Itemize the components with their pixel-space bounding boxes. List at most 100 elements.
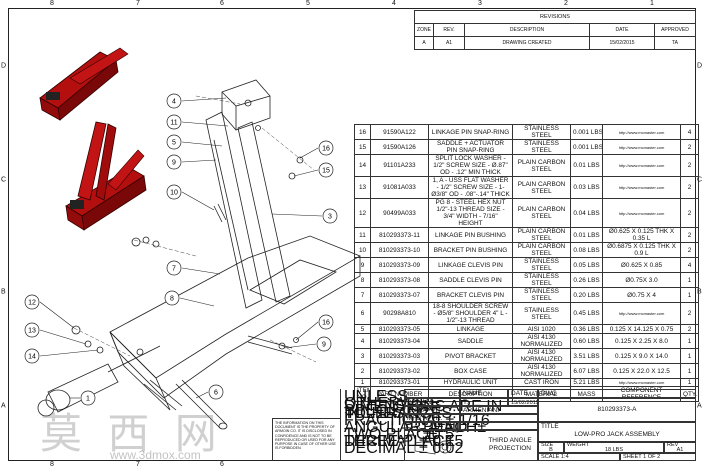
bom-cell-part: 810293373-11 <box>370 227 429 243</box>
zone-label: D <box>697 62 703 70</box>
balloon: 1 <box>80 390 96 406</box>
bom-cell-desc: HYDRAULIC UNIT <box>428 378 513 387</box>
bom-cell-ref: Ø0.75X 3.0 <box>602 272 681 288</box>
zone-label: 8 <box>50 0 54 7</box>
bom-cell-part: 810293373-03 <box>370 348 429 364</box>
sheet-size: B <box>549 447 553 453</box>
bom-cell-item: 6 <box>354 302 371 325</box>
revision-value: A1 <box>676 447 684 453</box>
bom-cell-part: 810293373-10 <box>370 242 429 258</box>
bom-cell-ref: Ø0.625 X 0.125 THK X 0.35 L <box>602 227 681 243</box>
zone-label: D <box>1 62 7 70</box>
leader-lines <box>39 97 323 399</box>
drawn-date: 15/02/2015 <box>508 398 539 406</box>
tb-label: SIZE <box>541 442 554 448</box>
bom-cell-item: 9 <box>354 257 371 273</box>
tb-label: TITLE <box>541 423 559 430</box>
balloon: 8 <box>164 290 180 306</box>
tb-label: DRAWN <box>404 398 460 406</box>
title-field: TITLE LOW-PRO JACK ASSEMBLY <box>538 422 696 442</box>
revisions-table: REVISIONS ZONE REV. DESCRIPTION DATE APP… <box>414 10 696 50</box>
bom-cell-mass: 0.03 LBS <box>570 176 603 199</box>
zone-label: 2 <box>564 0 568 7</box>
balloon: 16 <box>318 314 334 330</box>
tb-label: MFG APPR. <box>404 414 460 422</box>
bom-cell-qty: 2 <box>680 324 699 334</box>
bom-cell-item: 3 <box>354 348 371 364</box>
zone-label: A <box>697 402 702 410</box>
zone-label: 6 <box>220 0 224 7</box>
balloon-label: 4 <box>172 99 176 106</box>
drawing-number: 810293373-A <box>538 398 696 422</box>
bom-cell-part: 810293373-09 <box>370 257 429 273</box>
balloon: 7 <box>166 260 182 276</box>
bom-cell-ref: 0.125 X 14.125 X 0.75 <box>602 324 681 334</box>
bom-cell-mass: 0.01 LBS <box>570 154 603 177</box>
bom-cell-desc: SADDLE + ACTUATOR PIN SNAP-RING <box>428 139 513 155</box>
bom-cell-mat: PLAIN CARBON STEEL <box>512 227 571 243</box>
bom-cell-mass: 0.001 LBS <box>570 139 603 155</box>
bom-cell-ref: http://www.mcmaster.com <box>602 139 681 155</box>
zone-label: 5 <box>306 0 310 7</box>
zone-label: 1 <box>650 0 654 7</box>
bom-cell-item: 15 <box>354 139 371 155</box>
bom-cell-item: 13 <box>354 176 371 199</box>
bom-cell-part: 810293373-01 <box>370 378 429 387</box>
bom-cell-desc: SPLIT LOCK WASHER - 1/2" SCREW SIZE - Ø.… <box>428 154 513 177</box>
bom-cell-qty: 2 <box>680 227 699 243</box>
balloon-label: 9 <box>172 160 176 167</box>
bom-cell-mass: 0.20 LBS <box>570 287 603 303</box>
bom-cell-desc: 18-8 SHOULDER SCREW - Ø5/8" SHOULDER 4" … <box>428 302 513 325</box>
bom-cell-ref: 0.125 X 2.25 X 8.0 <box>602 333 681 349</box>
bom-cell-mass: 3.51 LBS <box>570 348 603 364</box>
balloon: 6 <box>208 384 224 400</box>
balloon-label: 3 <box>328 214 332 221</box>
bom-cell-desc: PG 8 - STEEL HEX NUT 1/2"-13 THREAD SIZE… <box>428 198 513 228</box>
bom-cell-ref: 0.125 X 9.0 X 14.0 <box>602 348 681 364</box>
bom-cell-desc: SADDLE CLEVIS PIN <box>428 272 513 288</box>
balloon: 12 <box>24 294 40 310</box>
bom-cell-mass: 0.08 LBS <box>570 242 603 258</box>
balloon: 4 <box>166 93 182 109</box>
balloon-label: 8 <box>170 296 174 303</box>
bom-cell-mat: AISI 4130 NORMALIZED <box>512 363 571 379</box>
weight-field: WEIGHT 18 LBS <box>564 442 664 453</box>
centerlines <box>73 95 317 363</box>
balloon-label: 1 <box>86 396 90 403</box>
bom-cell-qty: 2 <box>680 198 699 228</box>
bom-cell-qty: 1 <box>680 363 699 379</box>
bom-cell-item: 12 <box>354 198 371 228</box>
tb-label: NAME <box>460 389 508 398</box>
size-field: SIZE B <box>538 442 564 453</box>
zone-label: 7 <box>136 461 140 468</box>
bom-cell-ref: http://www.mcmaster.com <box>602 198 681 228</box>
balloon: 14 <box>24 348 40 364</box>
balloon-label: 9 <box>322 342 326 349</box>
zone-markers-left: D C B A <box>0 8 8 461</box>
bom-cell-ref: http://www.mcmaster.com <box>602 302 681 325</box>
sheet-field: SHEET 1 OF 2 <box>620 453 696 461</box>
bom-cell-qty: 1 <box>680 272 699 288</box>
bom-cell-mat: STAINLESS STEEL <box>512 287 571 303</box>
zone-label: 7 <box>136 0 140 7</box>
tb-label: DWG <box>538 389 696 398</box>
zone-label: 3 <box>478 0 482 7</box>
bom-cell-part: 91081A033 <box>370 176 429 199</box>
bom-cell-qty: 2 <box>680 302 699 325</box>
balloon: 9 <box>166 154 182 170</box>
bom-cell-mass: 6.07 LBS <box>570 363 603 379</box>
zone-markers-bottom: 8 7 6 <box>8 461 696 469</box>
bom-cell-qty: 1 <box>680 287 699 303</box>
bom-cell-ref: Ø0.625 X 0.85 <box>602 257 681 273</box>
bom-cell-ref: http://www.mcmaster.com <box>602 378 681 387</box>
tb-label: Q.A. <box>404 422 460 430</box>
bom-cell-desc: BOX CASE <box>428 363 513 379</box>
bom-cell-ref: Ø0.6875 X 0.125 THK X 0.9 L <box>602 242 681 258</box>
